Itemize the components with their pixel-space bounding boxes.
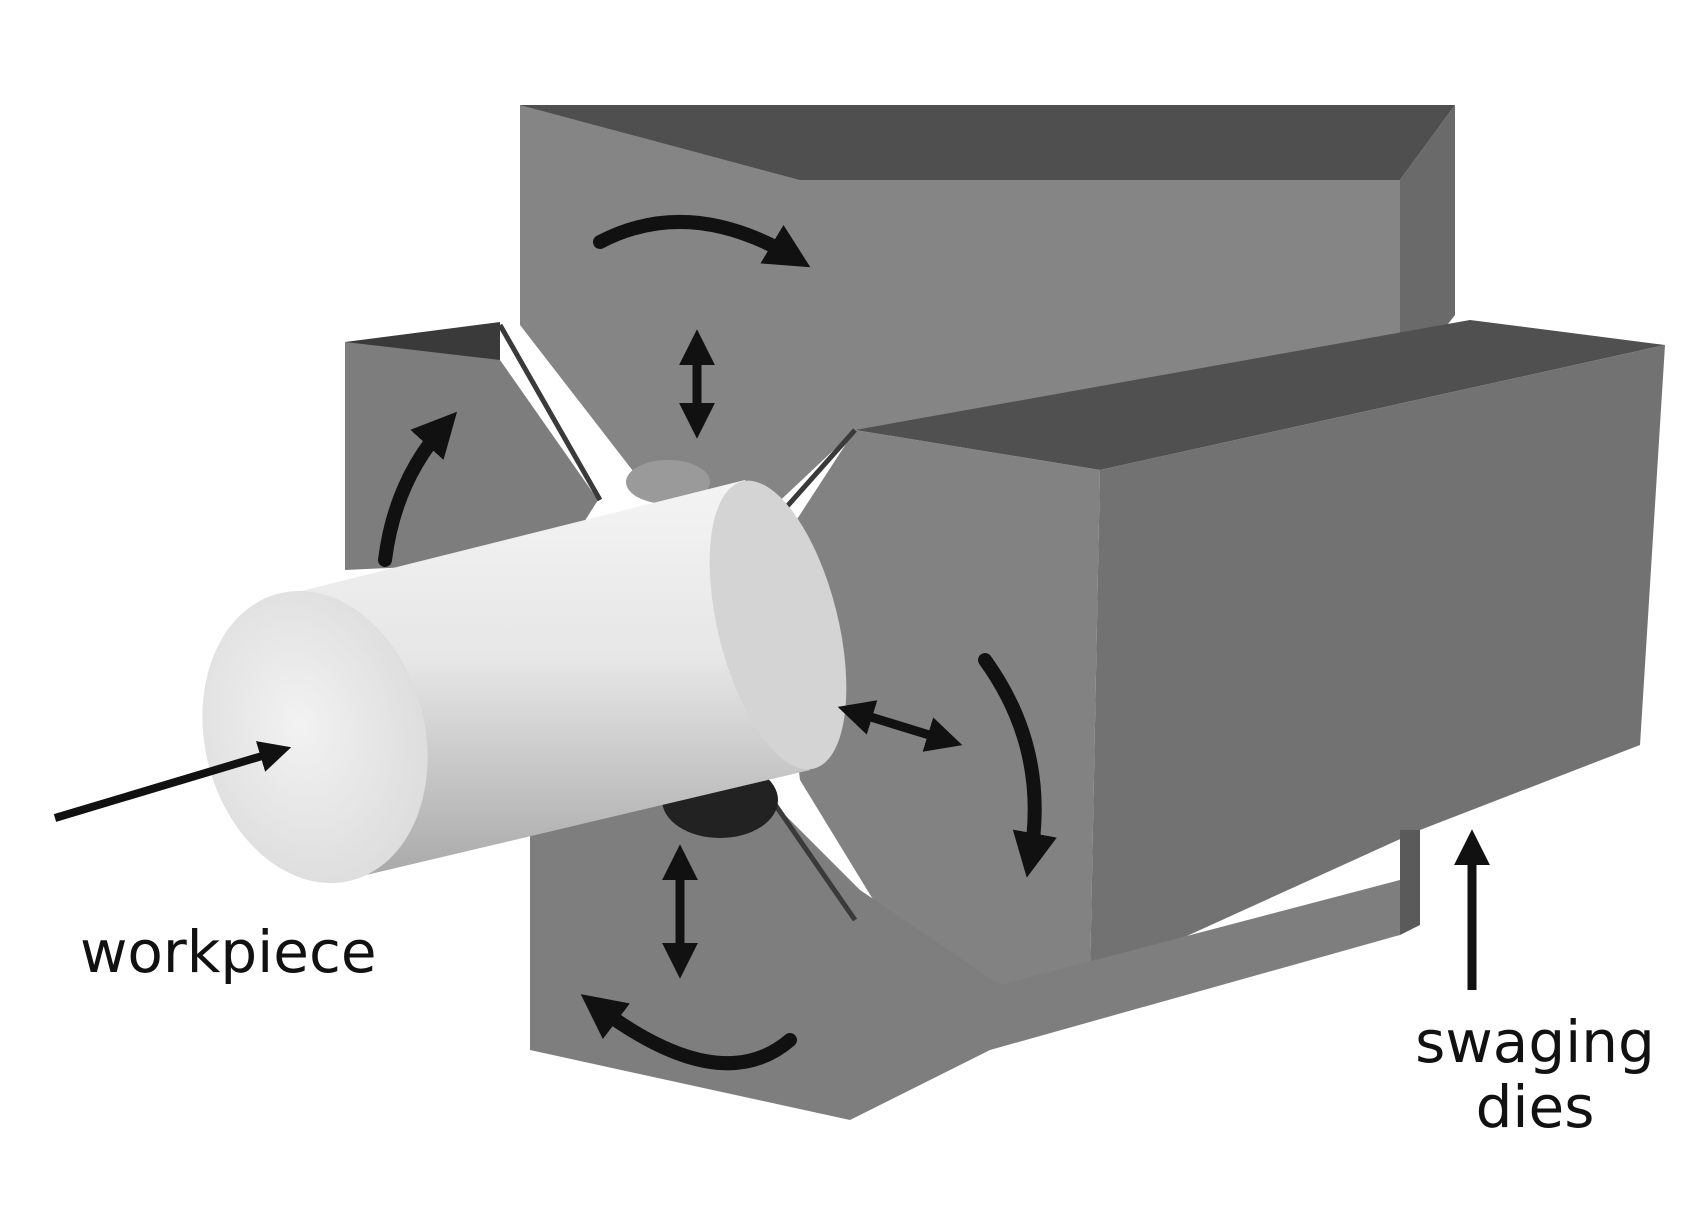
workpiece-label: workpiece	[80, 918, 377, 986]
workpiece-cylinder	[202, 480, 847, 884]
curved-arrow-icon	[580, 994, 797, 1071]
die-top	[520, 105, 1455, 515]
die-left	[345, 322, 598, 570]
curved-arrow-icon	[378, 411, 458, 567]
curved-arrow-icon	[593, 215, 811, 268]
stroke-arrows	[662, 329, 963, 979]
rotation-arrows	[378, 215, 1057, 1071]
die-gap-lines	[497, 323, 858, 922]
die-right	[790, 320, 1665, 1000]
die-bottom	[530, 780, 1420, 1120]
feed-arrow-icon	[53, 741, 292, 822]
double-arrow-icon	[837, 700, 963, 752]
workpiece-end-face	[202, 590, 428, 884]
curved-arrow-icon	[978, 653, 1057, 878]
swaging-dies-label: swaging dies	[1415, 1008, 1655, 1141]
die-cavity-top	[626, 460, 710, 504]
